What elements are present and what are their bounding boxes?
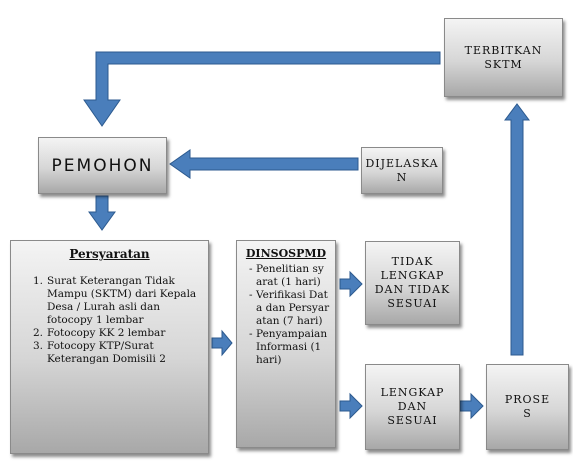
proses-label: PROSES: [504, 393, 551, 420]
pemohon-box: PEMOHON: [38, 137, 167, 194]
list-item: - Penyampaian Informasi (1 hari): [249, 328, 330, 367]
list-number: 2.: [33, 327, 44, 339]
arrow-lengkap-to-proses: [459, 392, 484, 420]
arrow-pemohon-to-persyaratan: [88, 195, 116, 231]
arrow-proses-to-terbitkan: [504, 103, 530, 356]
tidak-lengkap-label: TIDAK LENGKAP DAN TIDAK SESUAI: [374, 255, 451, 310]
lengkap-box: LENGKAP DAN SESUAI: [365, 364, 460, 450]
list-item: 2. Fotocopy KK 2 lembar: [33, 327, 200, 340]
list-item: 3. Fotocopy KTP/Surat Keterangan Domisil…: [33, 340, 200, 366]
dinsospmd-box: DINSOSPMD - Penelitian syarat (1 hari) -…: [236, 240, 336, 448]
list-text: Verifikasi Data dan Persyaratan (7 hari): [256, 289, 330, 327]
proses-box: PROSES: [486, 364, 569, 450]
list-bullet: -: [249, 328, 253, 340]
list-item: 1. Surat Keterangan Tidak Mampu (SKTM) d…: [33, 275, 200, 327]
dinsospmd-title: DINSOSPMD: [245, 247, 327, 260]
arrow-terbitkan-to-pemohon: [83, 51, 441, 127]
persyaratan-box: Persyaratan 1. Surat Keterangan Tidak Ma…: [10, 240, 209, 454]
pemohon-label: PEMOHON: [51, 155, 154, 176]
list-bullet: -: [249, 263, 253, 275]
list-text: Penelitian syarat (1 hari): [256, 263, 324, 288]
dijelaskan-box: DIJELASKAN: [361, 147, 443, 194]
list-bullet: -: [249, 289, 253, 301]
list-text: Surat Keterangan Tidak Mampu (SKTM) dari…: [47, 275, 197, 326]
list-number: 3.: [33, 340, 44, 352]
persyaratan-list: 1. Surat Keterangan Tidak Mampu (SKTM) d…: [33, 275, 200, 366]
arrow-persyaratan-to-dinsospmd: [211, 329, 233, 357]
list-number: 1.: [33, 275, 44, 287]
arrow-dinsospmd-to-tidak-lengkap: [339, 270, 363, 298]
list-item: - Penelitian syarat (1 hari): [249, 263, 330, 289]
terbitkan-sktm-box: TERBITKAN SKTM: [444, 18, 563, 97]
lengkap-label: LENGKAP DAN SESUAI: [380, 386, 445, 427]
list-text: Fotocopy KK 2 lembar: [47, 327, 166, 339]
list-item: - Verifikasi Data dan Persyaratan (7 har…: [249, 289, 330, 328]
persyaratan-title: Persyaratan: [69, 247, 150, 261]
list-text: Fotocopy KTP/Surat Keterangan Domisili 2: [47, 340, 166, 365]
dijelaskan-label: DIJELASKAN: [365, 156, 439, 184]
arrow-dijelaskan-to-pemohon: [169, 149, 359, 179]
arrow-dinsospmd-to-lengkap: [339, 392, 363, 420]
list-text: Penyampaian Informasi (1 hari): [256, 328, 328, 366]
terbitkan-sktm-label: TERBITKAN SKTM: [464, 43, 543, 71]
dinsospmd-list: - Penelitian syarat (1 hari) - Verifikas…: [249, 263, 330, 367]
tidak-lengkap-box: TIDAK LENGKAP DAN TIDAK SESUAI: [365, 241, 460, 325]
